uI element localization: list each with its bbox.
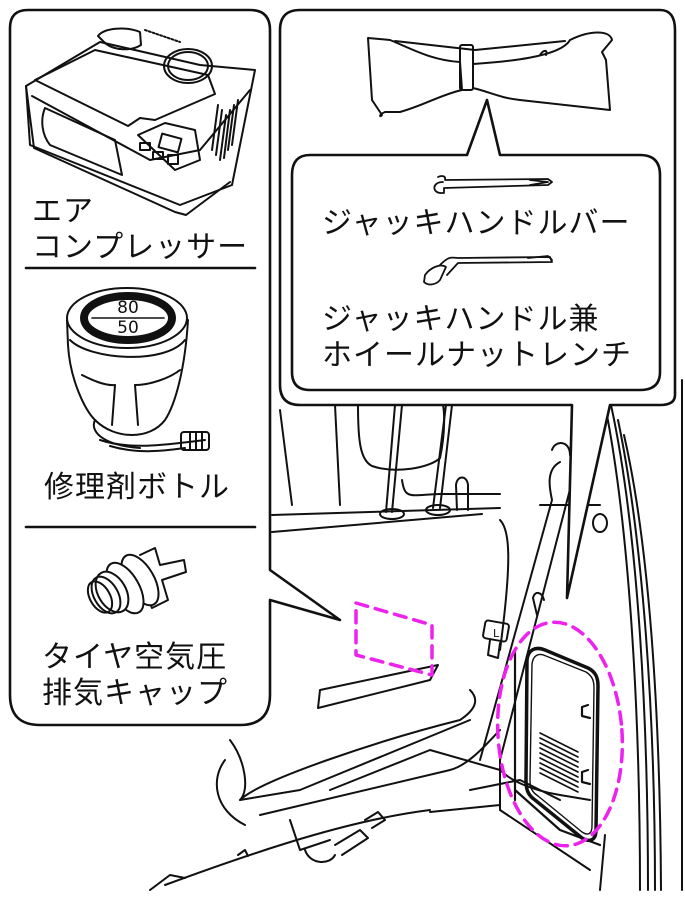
valve-cap-label-line-1: タイヤ空気圧	[42, 640, 228, 675]
air-compressor-label: エア コンプレッサー	[32, 194, 248, 266]
air-compressor-icon	[25, 27, 256, 216]
tool-bag-icon	[367, 31, 613, 118]
valve-cap-label-line-2: 排気キャップ	[42, 676, 228, 711]
left-callout	[8, 8, 342, 727]
highlight-jack-storage	[495, 620, 625, 848]
wheel-nut-wrench-icon	[423, 255, 553, 286]
jack-handle-bar-icon	[433, 175, 553, 194]
jack-storage-lid	[513, 646, 602, 847]
right-callout	[278, 8, 677, 600]
jack-handle-bar-label-line-1: ジャッキハンドルバー	[322, 206, 631, 241]
air-compressor-label-line-2: コンプレッサー	[32, 230, 249, 265]
jack-handle-wrench-label-line-1: ジャッキハンドル兼	[322, 302, 600, 337]
highlight-markers	[354, 601, 625, 848]
valve-cap-label: タイヤ空気圧 排気キャップ	[42, 640, 228, 712]
jack-handle-bar-label: ジャッキハンドルバー	[322, 206, 631, 242]
repair-bottle-label-line-1: 修理剤ボトル	[44, 470, 230, 505]
highlight-left-storage	[354, 601, 434, 677]
dial-value-top: 80	[117, 298, 139, 318]
belt-tag: L	[493, 627, 500, 640]
jack-handle-wrench-label: ジャッキハンドル兼 ホイールナットレンチ	[322, 302, 632, 374]
jack-handle-wrench-label-line-2: ホイールナットレンチ	[322, 338, 632, 373]
dial-value-bottom: 50	[117, 318, 139, 338]
valve-cap-icon	[86, 547, 187, 615]
repair-bottle-label: 修理剤ボトル	[44, 470, 230, 506]
repair-bottle-icon	[66, 287, 210, 453]
air-compressor-label-line-1: エア	[32, 194, 94, 229]
